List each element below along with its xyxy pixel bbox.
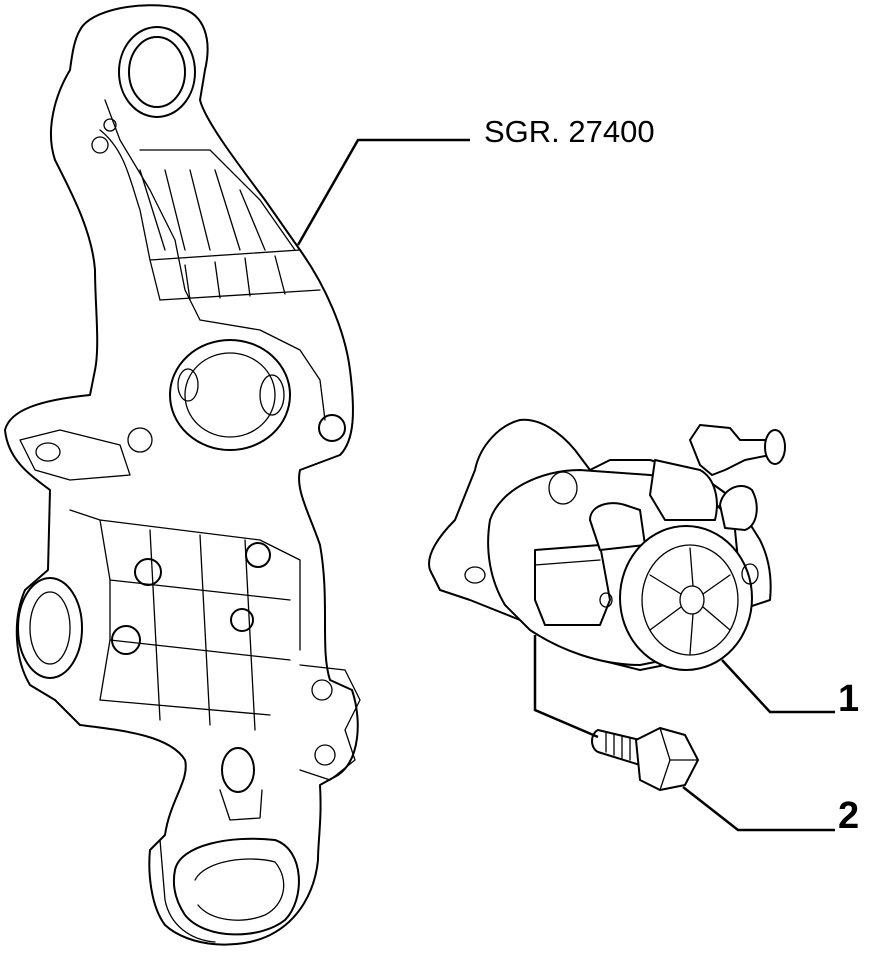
- leader-line-bolt-axis: [533, 635, 599, 739]
- leader-line-item-1: [721, 659, 835, 714]
- mounting-bracket: [4, 4, 361, 946]
- callout-number-1: 1: [838, 678, 860, 720]
- callout-number-2: 2: [838, 795, 860, 837]
- hex-bolt: [591, 727, 699, 791]
- leader-line-reference: [296, 138, 470, 246]
- reference-label: SGR. 27400: [484, 114, 655, 149]
- leader-line-item-2: [682, 786, 835, 832]
- vacuum-pump: [428, 418, 786, 671]
